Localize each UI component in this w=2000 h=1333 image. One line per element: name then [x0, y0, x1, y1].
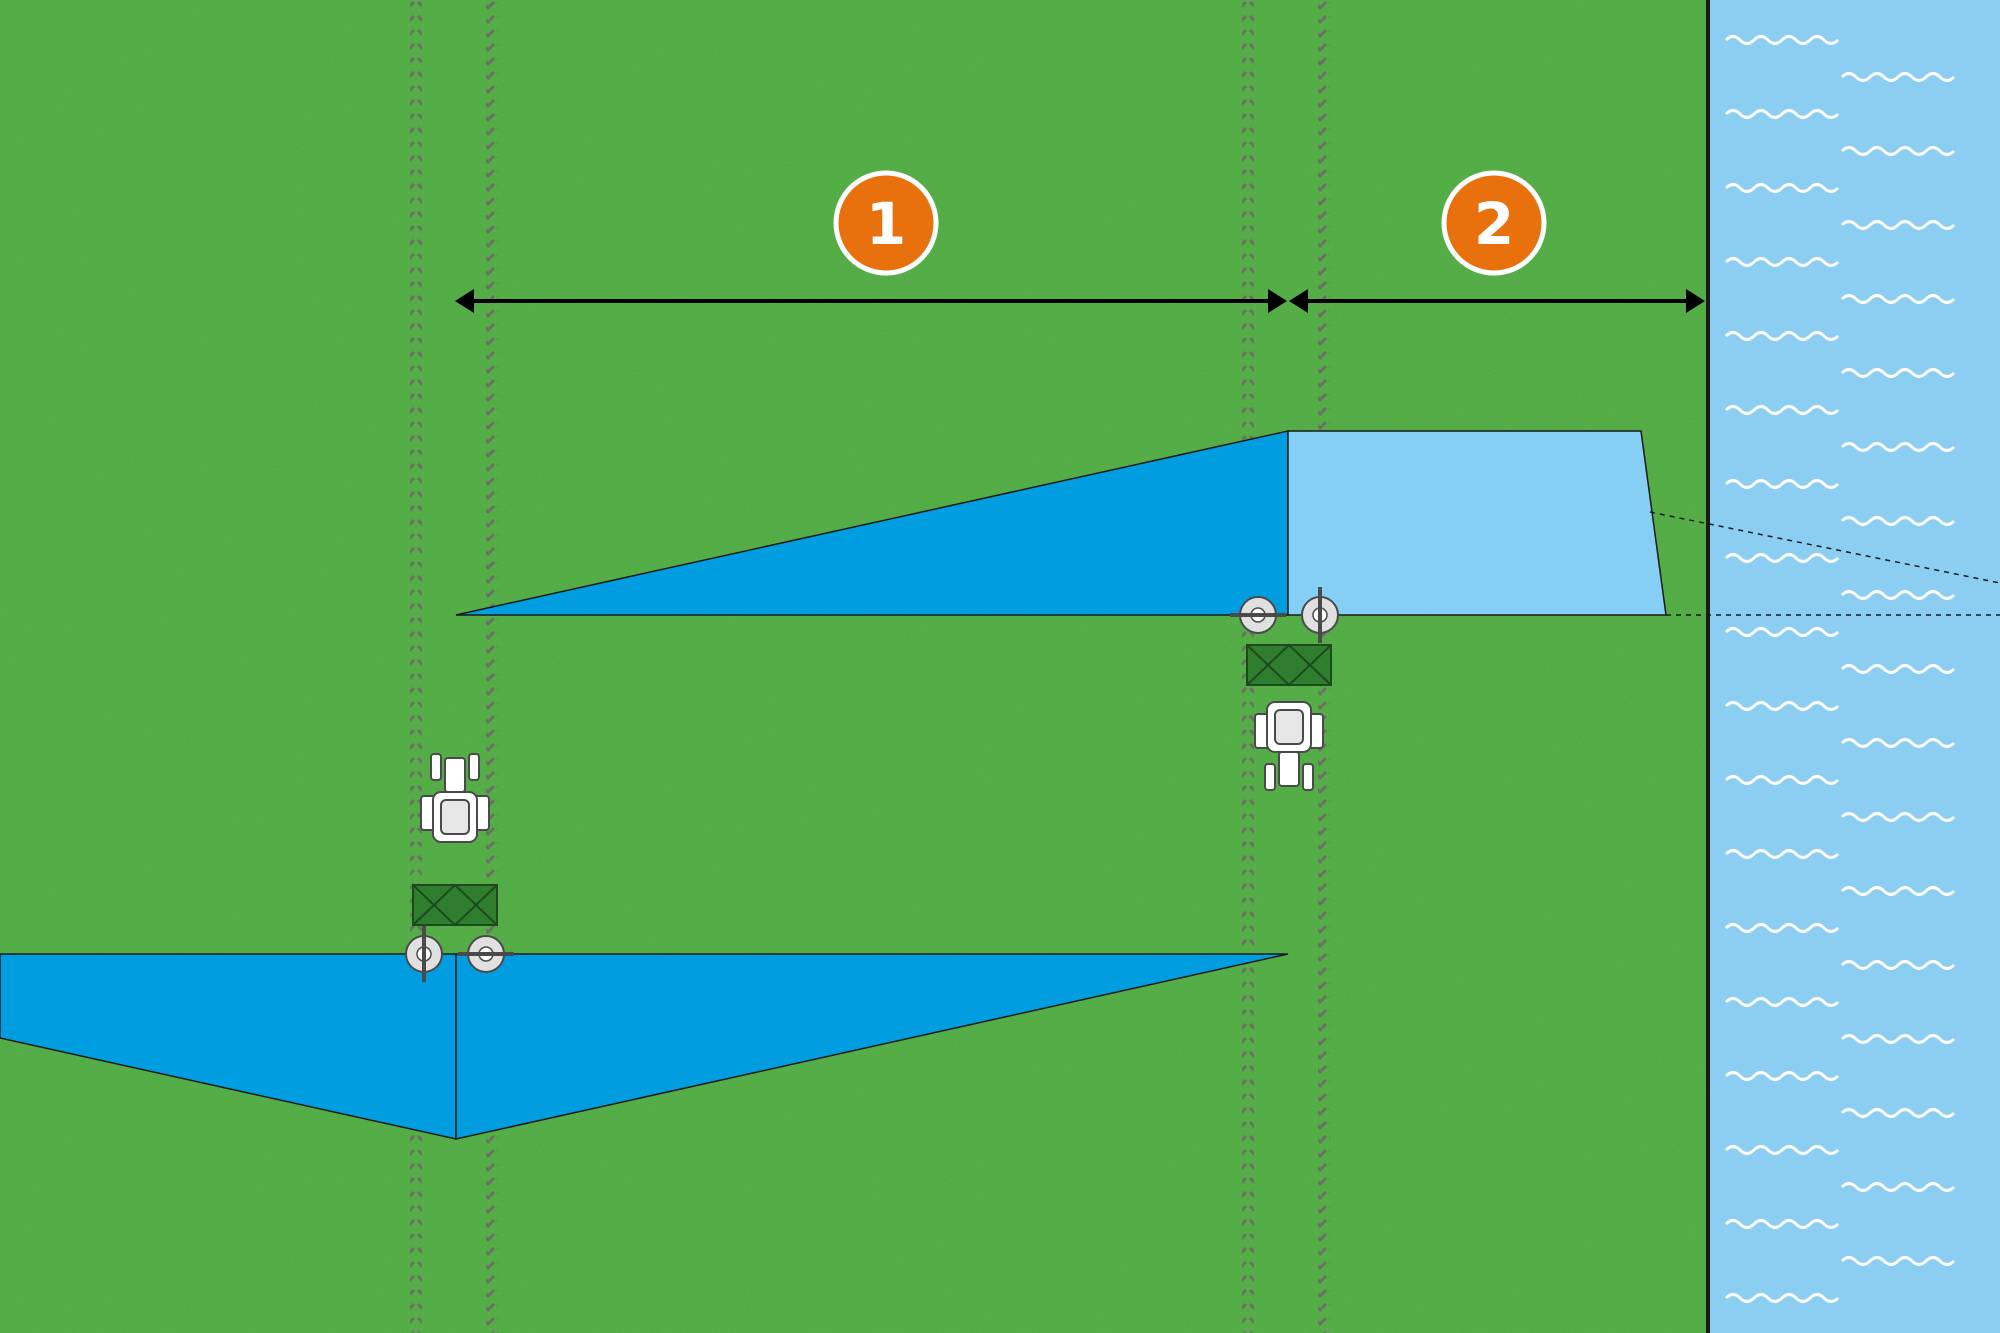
wave-mark	[1724, 405, 1840, 415]
wave-mark	[1724, 183, 1840, 193]
wave-mark	[1724, 553, 1840, 563]
spinning-disc-icon	[405, 926, 443, 982]
spinning-disc-icon	[1301, 587, 1339, 643]
wave-mark	[1724, 479, 1840, 489]
tractor-right	[1230, 587, 1339, 791]
wave-mark	[1724, 109, 1840, 119]
wave-mark	[1840, 960, 1956, 970]
wave-mark	[1840, 886, 1956, 896]
wave-mark	[1724, 923, 1840, 933]
wave-mark	[1840, 1182, 1956, 1192]
wave-mark	[1840, 738, 1956, 748]
wave-mark	[1724, 1219, 1840, 1229]
spinning-disc-icon	[1230, 596, 1286, 634]
dimension-arrow-2	[1289, 289, 1705, 313]
wave-mark	[1840, 442, 1956, 452]
wave-mark	[1724, 257, 1840, 267]
marker-1-label: 1	[866, 190, 906, 258]
wave-mark	[1840, 664, 1956, 674]
wave-mark	[1724, 35, 1840, 45]
marker-1: 1	[833, 170, 939, 276]
wave-mark	[1840, 1034, 1956, 1044]
tractor-icon	[1254, 701, 1324, 791]
dimension-arrow-1	[455, 289, 1287, 313]
wave-mark	[1724, 331, 1840, 341]
wave-mark	[1840, 368, 1956, 378]
wave-mark	[1840, 72, 1956, 82]
tractor-left	[405, 753, 514, 982]
wave-mark	[1724, 849, 1840, 859]
wave-mark	[1840, 590, 1956, 600]
wave-mark	[1840, 146, 1956, 156]
marker-2-label: 2	[1474, 190, 1514, 258]
wave-mark	[1840, 220, 1956, 230]
wave-mark	[1840, 1256, 1956, 1266]
wave-mark	[1724, 997, 1840, 1007]
wave-mark	[1840, 516, 1956, 526]
fertilizer-spreader-icon	[1246, 644, 1332, 686]
wave-mark	[1724, 701, 1840, 711]
spinning-disc-icon	[458, 935, 514, 973]
marker-2: 2	[1441, 170, 1547, 276]
wave-mark	[1724, 1145, 1840, 1155]
spread-pattern-upper-border	[1287, 430, 1667, 616]
water-waves	[1724, 35, 1956, 1303]
wave-mark	[1724, 627, 1840, 637]
tractor-icon	[420, 753, 490, 843]
wave-mark	[1724, 775, 1840, 785]
wave-mark	[1840, 294, 1956, 304]
wave-mark	[1840, 812, 1956, 822]
wave-mark	[1724, 1293, 1840, 1303]
spread-pattern-lower-right	[455, 953, 1289, 1140]
fertilizer-spreader-icon	[412, 884, 498, 926]
wave-mark	[1840, 1108, 1956, 1118]
wave-mark	[1724, 1071, 1840, 1081]
